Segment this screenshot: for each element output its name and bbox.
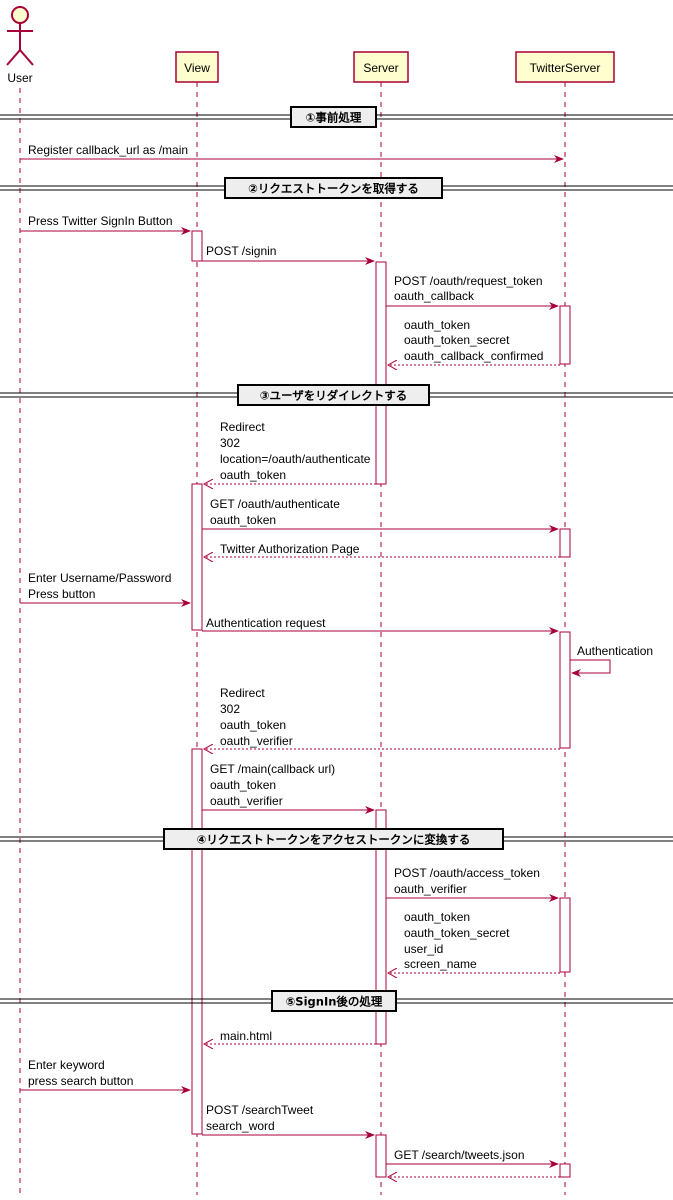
user-actor-icon: [6, 6, 34, 66]
message-label: Enter keyword press search button: [28, 1058, 133, 1088]
section-separator: ⑤SignIn後の処理: [0, 990, 673, 1012]
activation-bar: [559, 305, 571, 365]
activation-bar: [559, 897, 571, 973]
section-label: ⑤SignIn後の処理: [286, 995, 383, 1009]
participant-view-label: View: [184, 61, 210, 75]
participant-view: View: [175, 51, 219, 83]
message-label: GET /oauth/authenticate oauth_token: [210, 497, 343, 527]
section-label: ④リクエストトークンをアクセストークンに変換する: [197, 833, 471, 847]
message-label: Press Twitter SignIn Button: [28, 214, 173, 228]
message-label: POST /oauth/access_token oauth_verifier: [394, 866, 543, 896]
section-separator: ①事前処理: [0, 106, 673, 128]
section-label: ②リクエストトークンを取得する: [248, 182, 419, 196]
message-label: main.html: [220, 1029, 272, 1043]
activation-bar: [191, 230, 203, 262]
message-label: POST /searchTweet search_word: [206, 1103, 317, 1133]
message-label: Authentication request: [206, 616, 326, 630]
activation-bar: [191, 483, 203, 631]
activation-bar: [375, 261, 387, 485]
activation-bar: [559, 1163, 571, 1178]
activation-bar: [375, 809, 387, 1045]
section-label: ①事前処理: [306, 111, 362, 125]
message-label: Redirect 302 location=/oauth/authenticat…: [220, 420, 374, 482]
activation-bar: [559, 528, 571, 558]
section-separator: ②リクエストトークンを取得する: [0, 177, 673, 199]
message-label: Register callback_url as /main: [28, 143, 188, 157]
message-label: GET /main(callback url) oauth_token oaut…: [210, 762, 339, 808]
participant-twitter-label: TwitterServer: [530, 61, 601, 75]
message-label: oauth_token oauth_token_secret user_id s…: [404, 910, 513, 971]
message-label: POST /oauth/request_token oauth_callback: [394, 274, 546, 303]
message-label: Enter Username/Password Press button: [28, 571, 175, 601]
activation-bar: [375, 1134, 387, 1178]
message-label: oauth_token oauth_token_secret oauth_cal…: [404, 318, 543, 363]
self-call-arrow: [570, 659, 611, 677]
message-label: GET /search/tweets.json: [394, 1148, 525, 1162]
participant-server-label: Server: [363, 61, 398, 75]
participant-server: Server: [353, 51, 409, 83]
section-separator: ④リクエストトークンをアクセストークンに変換する: [0, 828, 673, 850]
activation-bar: [559, 631, 571, 749]
section-label: ③ユーザをリダイレクトする: [260, 389, 408, 403]
message-label: POST /signin: [206, 244, 276, 258]
activation-bar: [191, 748, 203, 1135]
participant-user-label: User: [7, 71, 32, 85]
message-label: Authentication: [577, 644, 653, 658]
section-separator: ③ユーザをリダイレクトする: [0, 384, 673, 406]
message-label: Redirect 302 oauth_token oauth_verifier: [220, 686, 293, 748]
participant-twitter: TwitterServer: [515, 51, 615, 83]
message-label: Twitter Authorization Page: [220, 542, 360, 556]
